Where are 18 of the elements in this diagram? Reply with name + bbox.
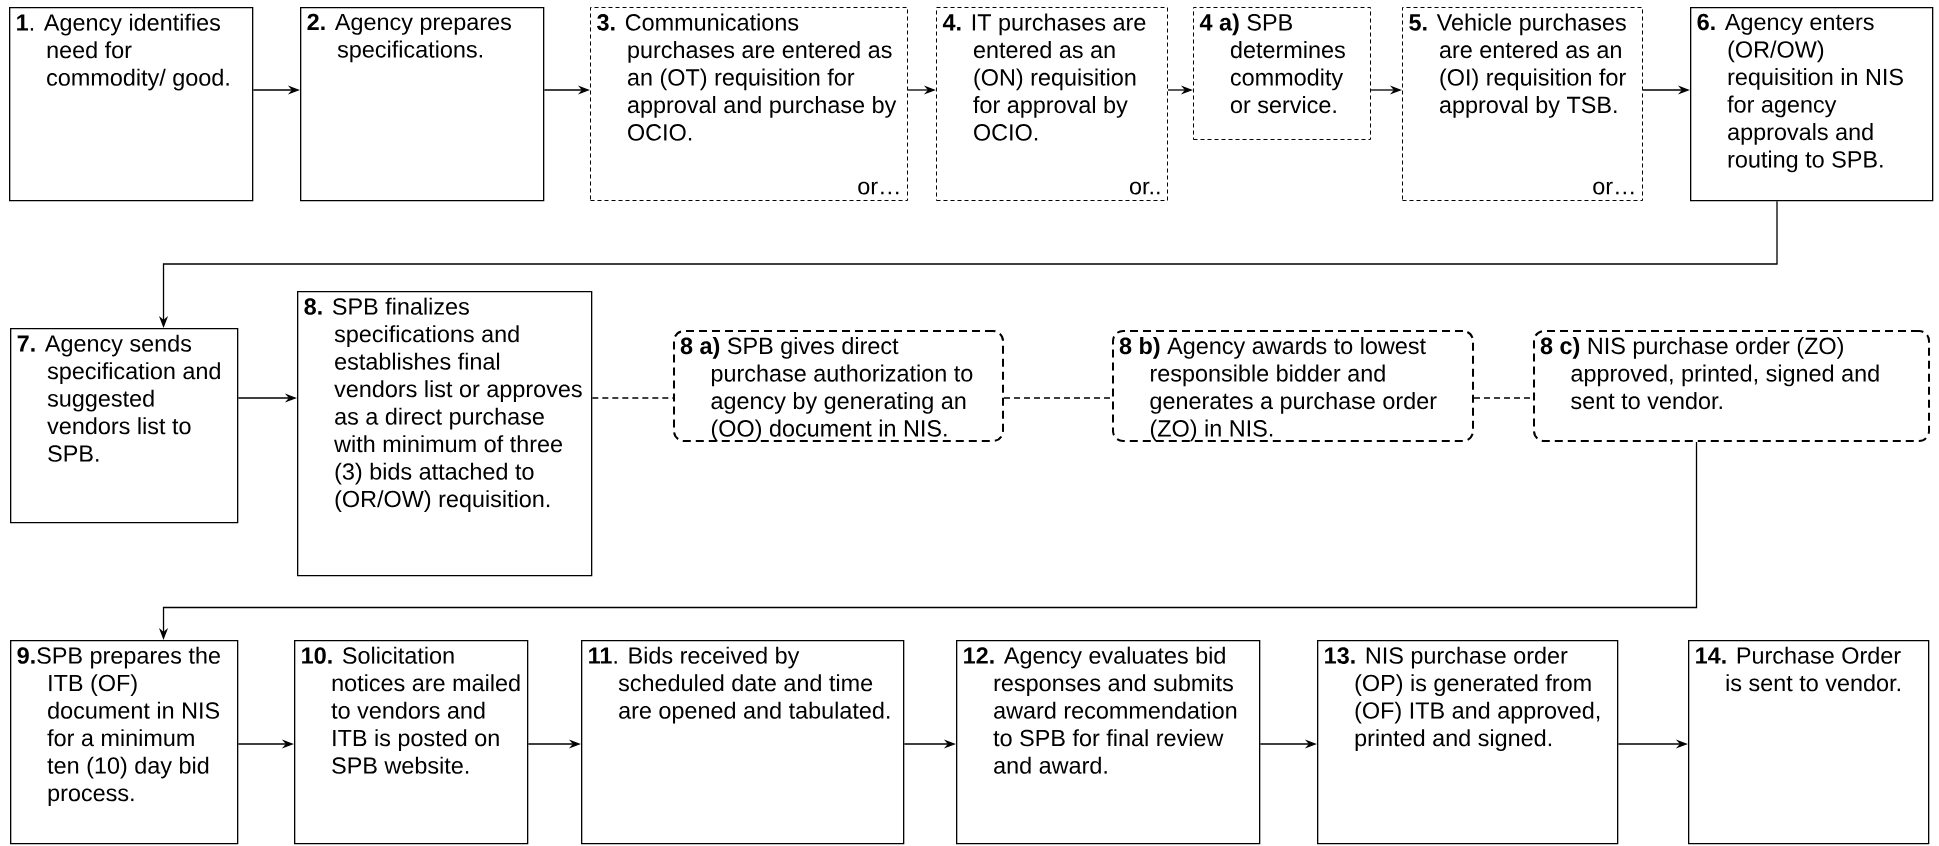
process-box: 12. Agency evaluates bid responses and submits award recommendation to SPB for final review and award. [956, 640, 1261, 845]
option-box: 4. IT purchases are entered as an (ON) requisition for approval by OCIO. or.. [936, 7, 1168, 201]
process-box: 14. Purchase Order is sent to vendor. [1688, 640, 1930, 845]
process-box: 7. Agency sends specification and suggested vendors list to SPB. [10, 328, 239, 524]
option-box: 4 a) SPB determines commodity or service. [1193, 7, 1371, 140]
rounded-box: 8 a) SPB gives direct purchase authorization to agency by generating an (OO) document in NIS. [673, 330, 1004, 442]
rounded-box: 8 c) NIS purchase order (ZO) approved, printed, signed and sent to vendor. [1533, 330, 1930, 442]
process-box: 1. Agency identifies need for commodity/ good. [9, 7, 254, 202]
process-box: 6. Agency enters (OR/OW) requisition in NIS for agency approvals and routing to SPB. [1690, 7, 1934, 202]
process-box: 11. Bids received by scheduled date and time are opened and tabulated. [581, 640, 905, 845]
process-box: 8. SPB finalizes specifications and establishes final vendors list or approves as a direct purchase with minimum of three (3) bids attached to (OR/OW) requisition. [297, 291, 593, 577]
process-box: 10. Solicitation notices are mailed to vendors and ITB is posted on SPB website. [294, 640, 529, 845]
rounded-box: 8 b) Agency awards to lowest responsible bidder and generates a purchase order (ZO) in NIS. [1112, 330, 1474, 442]
process-box: 13. NIS purchase order (OP) is generated from (OF) ITB and approved, printed and signed. [1317, 640, 1619, 845]
option-box: 3. Communications purchases are entered as an (OT) requisition for approval and purchase by OCIO. or… [590, 7, 908, 201]
process-box: 2. Agency prepares specifications. [300, 7, 545, 202]
option-box: 5. Vehicle purchases are entered as an (OI) requisition for approval by TSB. or… [1402, 7, 1643, 201]
process-box: 9.SPB prepares the ITB (OF) document in NIS for a minimum ten (10) day bid process. [10, 640, 239, 845]
